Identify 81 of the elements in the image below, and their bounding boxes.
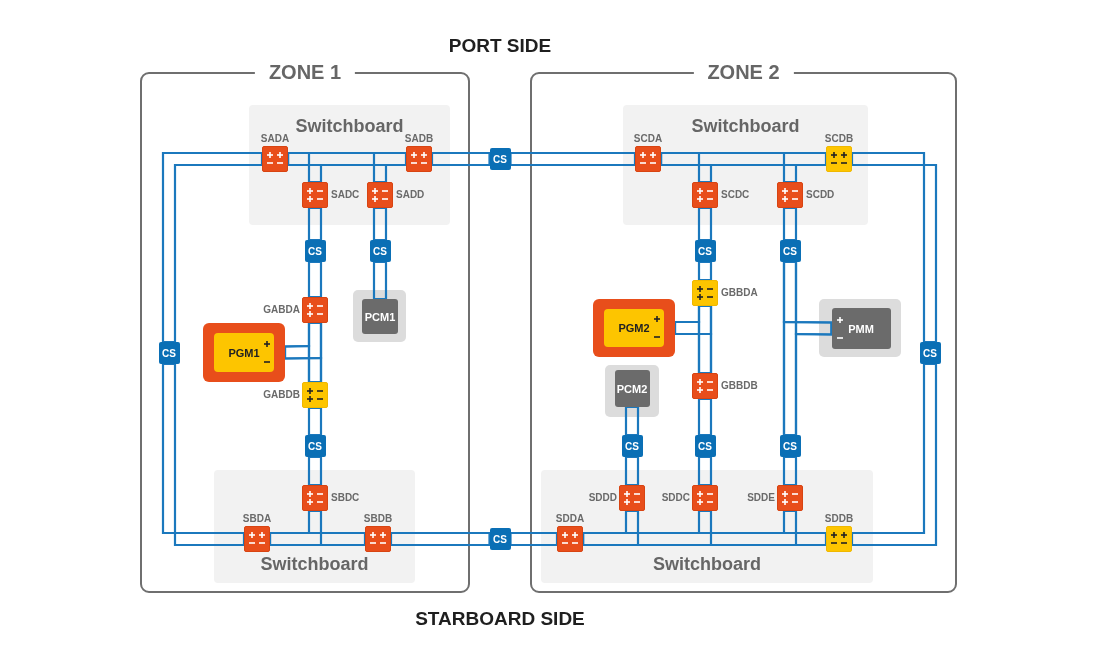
breaker-label: SBDC xyxy=(331,492,360,504)
coupling-switch: CS xyxy=(694,435,716,457)
breaker-label: SDDA xyxy=(555,513,585,525)
coupling-switch: CS xyxy=(489,528,511,550)
coupling-switch: CS xyxy=(779,435,801,457)
breaker-label: SCDC xyxy=(721,189,750,201)
cable-line xyxy=(161,151,264,344)
switchboard-panel xyxy=(249,105,450,225)
side-label: STARBOARD SIDE xyxy=(415,608,585,630)
breaker-label: SCDB xyxy=(824,133,854,145)
coupling-switch: CS xyxy=(919,342,941,364)
breaker-label: GBBDA xyxy=(721,287,758,299)
cable-line xyxy=(697,260,713,282)
cable-line xyxy=(509,531,559,547)
cable-line xyxy=(782,206,798,242)
cable-line xyxy=(307,455,323,487)
switchboard-panel xyxy=(623,105,868,225)
cable-line xyxy=(430,151,491,167)
breaker-label: SDDD xyxy=(588,492,617,504)
cable-line xyxy=(850,151,938,344)
cable-line xyxy=(581,509,798,547)
cable-line xyxy=(286,151,388,184)
cable-line xyxy=(509,151,637,167)
coupling-switch: CS xyxy=(304,435,326,457)
cable-line xyxy=(624,405,640,437)
cable-line xyxy=(624,455,640,487)
converter-module xyxy=(362,299,398,334)
converter-module xyxy=(831,308,891,349)
breaker-label: GABDB xyxy=(263,389,300,401)
module-label: PGM2 xyxy=(618,322,650,334)
module-label: PMM xyxy=(848,322,874,335)
generator-module xyxy=(593,299,675,357)
cable-line xyxy=(850,362,938,547)
breaker-label: GBBDB xyxy=(721,380,758,392)
breaker-label: SBDA xyxy=(242,513,272,525)
breaker-label: SADD xyxy=(396,189,425,201)
switchboard-title: Switchboard xyxy=(259,553,370,575)
cable-line xyxy=(673,320,713,375)
side-label: PORT SIDE xyxy=(448,35,552,57)
cable-line xyxy=(161,362,246,547)
coupling-switch: CS xyxy=(694,240,716,262)
coupling-switch: CS xyxy=(304,240,326,262)
cable-line xyxy=(307,406,323,437)
module-label: PGM1 xyxy=(228,346,260,359)
breaker-label: SADB xyxy=(404,133,434,145)
switchboard-title: Switchboard xyxy=(690,115,801,137)
breaker-label: SDDC xyxy=(661,492,690,504)
coupling-switch: CS xyxy=(158,342,180,364)
cable-line xyxy=(697,206,713,242)
coupling-switch: CS xyxy=(369,240,391,262)
coupling-switch: CS xyxy=(779,240,801,262)
switchboard-title: Switchboard xyxy=(652,553,762,575)
cable-line xyxy=(697,455,713,487)
switchboard-title: Switchboard xyxy=(294,115,405,137)
breaker-label: SCDD xyxy=(806,189,835,201)
breaker-label: SCDA xyxy=(633,133,663,145)
cable-line xyxy=(782,455,798,487)
cable-line xyxy=(389,531,491,547)
switchboard-panel xyxy=(214,470,415,583)
converter-module xyxy=(614,370,650,407)
cable-line xyxy=(372,260,388,301)
switchboard-panel xyxy=(541,470,873,583)
cable-line xyxy=(283,344,323,384)
cable-line xyxy=(307,206,323,242)
coupling-switch: CS xyxy=(489,148,511,170)
generator-module xyxy=(203,323,285,382)
cable-line xyxy=(782,320,833,437)
cable-line xyxy=(372,206,388,242)
breaker-label: SADC xyxy=(331,189,360,201)
breaker-label: SDDB xyxy=(824,513,854,525)
cable-line xyxy=(268,509,323,547)
cable-line xyxy=(307,260,323,299)
module-label: PCM1 xyxy=(364,310,396,323)
breaker-label: SDDE xyxy=(747,492,775,504)
breaker-label: SADA xyxy=(260,133,290,145)
cable-line xyxy=(659,151,798,184)
breaker-label: SBDB xyxy=(363,513,393,525)
module-label: PCM2 xyxy=(616,382,648,395)
coupling-switch: CS xyxy=(621,435,643,457)
cable-line xyxy=(697,397,713,437)
breaker-label: GABDA xyxy=(263,304,300,316)
